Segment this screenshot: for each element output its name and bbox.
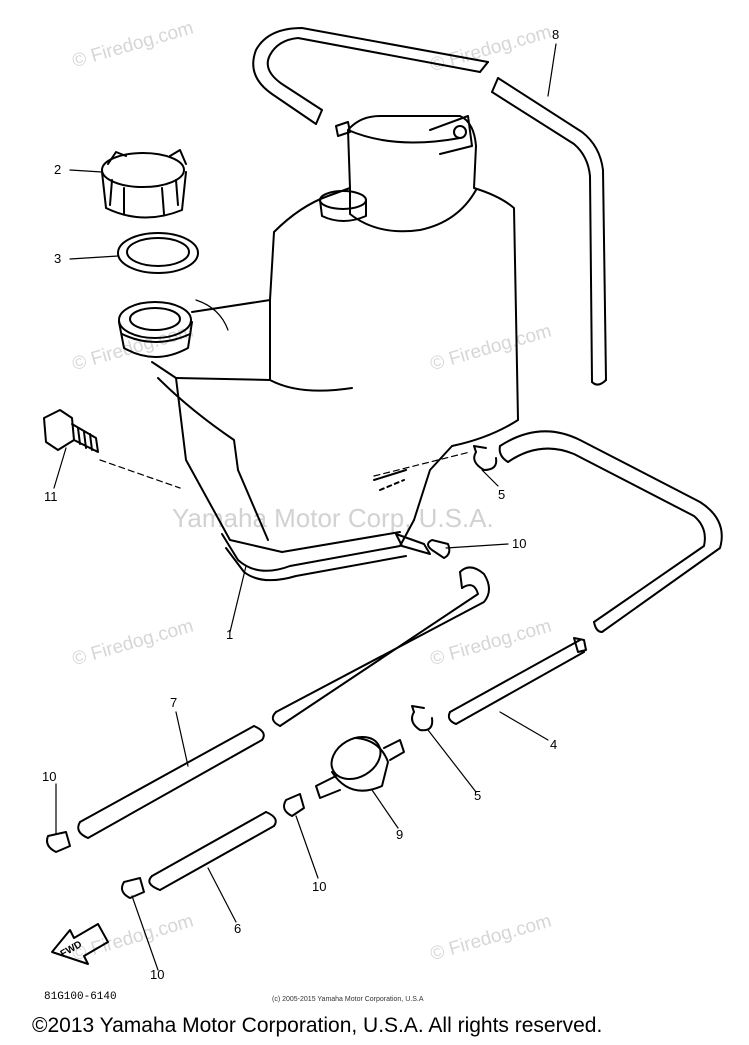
part-number-3: 3 — [54, 251, 62, 266]
part-number-1: 1 — [226, 627, 234, 642]
part-number-8: 8 — [552, 27, 560, 42]
tiny-copyright: (c) 2005-2015 Yamaha Motor Corporation, … — [272, 996, 424, 1003]
part-number-5b: 5 — [474, 788, 482, 803]
part-number-9: 9 — [396, 827, 404, 842]
diagram-reference-code: 81G100-6140 — [44, 991, 117, 1003]
part-number-4: 4 — [550, 737, 558, 752]
footer-copyright: ©2013 Yamaha Motor Corporation, U.S.A. A… — [32, 1014, 603, 1037]
watermark-center: Yamaha Motor Corp, U.S.A. — [172, 503, 494, 533]
part-number-5: 5 — [498, 487, 506, 502]
cap-2 — [101, 149, 187, 219]
bolt-11 — [43, 409, 99, 453]
hose-8 — [252, 27, 607, 386]
part-number-10c: 10 — [312, 879, 327, 894]
fwd-arrow-icon — [51, 923, 109, 965]
part-number-2: 2 — [54, 162, 62, 177]
clip-5 — [411, 445, 498, 732]
part-number-7: 7 — [170, 695, 178, 710]
reservoir-tank-1 — [118, 115, 519, 582]
clamp-10 — [46, 539, 451, 899]
hose-6 — [148, 811, 277, 891]
hose-4 — [447, 430, 723, 725]
part-number-10d: 10 — [150, 967, 165, 982]
part-number-11: 11 — [44, 489, 58, 504]
valve-9 — [315, 736, 405, 799]
hose-7 — [77, 566, 490, 839]
part-number-10b: 10 — [42, 769, 57, 784]
gasket-3 — [117, 232, 199, 274]
part-number-10: 10 — [512, 536, 527, 551]
leader-lines — [53, 43, 557, 971]
part-number-6: 6 — [234, 921, 242, 936]
